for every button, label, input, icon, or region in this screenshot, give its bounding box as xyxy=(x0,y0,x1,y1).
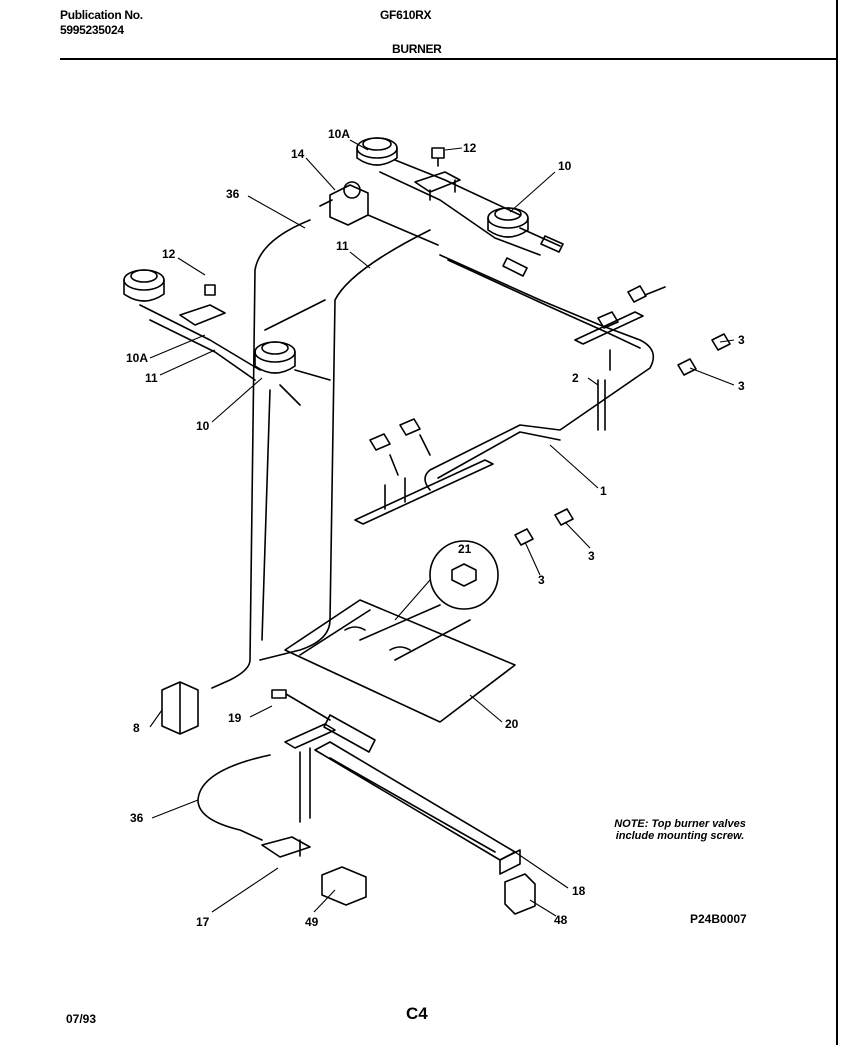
callout-3-d: 3 xyxy=(538,573,545,587)
orifice-top xyxy=(502,235,564,277)
clip-3-a xyxy=(711,333,731,351)
callout-3-a: 3 xyxy=(738,333,745,347)
callout-12-top: 12 xyxy=(463,141,477,155)
manifold-tube-upper xyxy=(424,254,655,491)
manifold-tube-lower xyxy=(437,259,641,479)
model-number: GF610RX xyxy=(380,8,432,22)
oven-orifice-19 xyxy=(271,689,376,753)
manifold-bracket xyxy=(354,459,494,525)
callout-10-top: 10 xyxy=(558,159,572,173)
valve-top-a xyxy=(597,285,666,329)
callout-21: 21 xyxy=(458,542,472,556)
publication-label: Publication No. xyxy=(60,8,143,22)
callout-14: 14 xyxy=(291,147,305,161)
clip-3-b xyxy=(677,358,697,376)
pilot-tube-36 xyxy=(211,219,311,689)
bracket-8 xyxy=(161,681,199,735)
section-title: BURNER xyxy=(392,42,442,56)
callout-2: 2 xyxy=(572,371,579,385)
callout-12-left: 12 xyxy=(162,247,176,261)
valve-mid-a xyxy=(369,418,431,476)
note-line-1: NOTE: Top burner valves xyxy=(614,818,746,830)
burner-tube-left xyxy=(139,304,331,406)
publication-number: 5995235024 xyxy=(60,23,124,37)
footer-date: 07/93 xyxy=(66,1012,97,1026)
valve-14 xyxy=(319,181,439,246)
callout-10a-top: 10A xyxy=(328,127,350,141)
callout-48: 48 xyxy=(554,913,568,927)
callout-11-mid: 11 xyxy=(336,239,349,253)
burner-bracket-top xyxy=(414,171,461,201)
burner-bracket-left xyxy=(179,284,226,326)
callout-10-left: 10 xyxy=(196,419,210,433)
note-line-2: include mounting screw. xyxy=(615,830,745,842)
callout-8: 8 xyxy=(133,721,140,735)
clip-3-c xyxy=(554,508,574,526)
burner-head-left-front xyxy=(254,341,296,374)
bracket-48 xyxy=(504,873,536,915)
figure-id: P24B0007 xyxy=(690,912,747,926)
thermostat-bulb xyxy=(284,723,336,823)
note-text: NOTE: Top burner valves include mounting… xyxy=(600,818,760,842)
callout-36-bottom: 36 xyxy=(130,811,144,825)
nut-21-detail-circle xyxy=(429,540,499,610)
callout-17: 17 xyxy=(196,915,210,929)
igniter-17 xyxy=(261,836,311,858)
callout-49: 49 xyxy=(305,915,319,929)
burner-head-top-right xyxy=(487,207,529,238)
pilot-tube-11 xyxy=(259,229,431,661)
page-number: C4 xyxy=(406,1004,428,1023)
header-rule xyxy=(60,58,836,60)
burner-head-top-left xyxy=(356,137,398,166)
callout-36: 36 xyxy=(226,187,240,201)
callout-18: 18 xyxy=(572,884,586,898)
baffle-roll xyxy=(344,626,411,651)
callout-3-b: 3 xyxy=(738,379,745,393)
oven-burner-18 xyxy=(314,741,516,861)
burner-head-left xyxy=(123,269,165,302)
callout-20: 20 xyxy=(505,717,519,731)
pilot-tube-left xyxy=(261,299,326,641)
clip-3-d xyxy=(514,528,534,546)
callout-1: 1 xyxy=(600,484,607,498)
callout-19: 19 xyxy=(228,711,242,725)
tube-36-bottom xyxy=(197,754,271,841)
callout-3-c: 3 xyxy=(588,549,595,563)
clip-12-top xyxy=(431,147,445,167)
spring-2 xyxy=(597,379,606,431)
bracket-49 xyxy=(321,866,367,906)
manifold-bracket-right xyxy=(574,311,644,371)
page-edge xyxy=(836,0,838,1045)
burner-tube-top xyxy=(379,159,561,256)
nut-21 xyxy=(451,563,477,587)
baffle-20 xyxy=(284,599,516,723)
callout-10a-left: 10A xyxy=(126,351,148,365)
oven-burner-bracket xyxy=(499,849,521,875)
callout-11-left: 11 xyxy=(145,371,158,385)
